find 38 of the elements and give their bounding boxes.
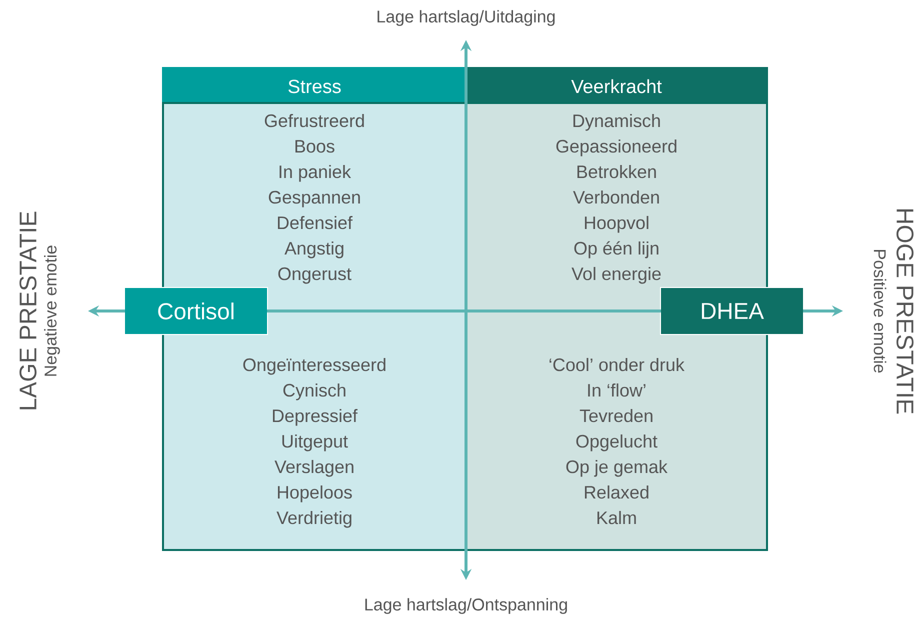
word: Dynamisch <box>573 114 660 131</box>
side-title: LAGE PRESTATIE <box>20 212 36 410</box>
word: Tevreden <box>580 408 652 422</box>
word: Boos <box>295 140 334 153</box>
word: ‘Cool’ onder druk <box>550 358 685 372</box>
word: Op één lijn <box>574 241 658 258</box>
word: Ongeïnteresseerd <box>243 358 386 375</box>
word: Depressief <box>272 408 358 426</box>
word: Relaxed <box>584 485 648 499</box>
word: Angstig <box>284 241 344 258</box>
word: Hoopvol <box>584 216 648 233</box>
side-subtitle: Negatieve emotie <box>44 246 60 376</box>
word: Kalm <box>597 510 636 524</box>
side-subtitle: Positieve emotie <box>874 250 886 373</box>
header-band: Veerkracht <box>465 67 768 102</box>
header-band: Stress <box>162 67 467 102</box>
side-title: HOGE PRESTATIE <box>896 209 914 414</box>
axis-label: Lage hartslag/Ontspanning <box>365 598 567 614</box>
axis-label: Lage hartslag/Uitdaging <box>378 10 555 26</box>
word: Hopeloos <box>278 485 352 502</box>
word: Verbonden <box>573 190 659 204</box>
word: Ongerust <box>278 267 352 284</box>
word: Verdrietig <box>276 510 352 528</box>
word: Gepassioneerd <box>556 139 676 156</box>
word: In ‘flow’ <box>588 383 646 397</box>
word: Gespannen <box>268 190 360 208</box>
axis-box: DHEA <box>661 288 803 334</box>
word: Opgelucht <box>576 434 658 452</box>
word: Gefrustreerd <box>264 114 364 128</box>
word: Vol energie <box>572 266 661 284</box>
word: Cynisch <box>283 383 346 400</box>
word: Betrokken <box>577 164 656 178</box>
axis-box: Cortisol <box>125 288 267 334</box>
word: Verslagen <box>274 460 354 477</box>
word: In paniek <box>280 164 352 182</box>
word: Uitgeput <box>282 434 348 452</box>
word: Defensief <box>278 216 353 230</box>
word: Op je gemak <box>566 460 668 477</box>
